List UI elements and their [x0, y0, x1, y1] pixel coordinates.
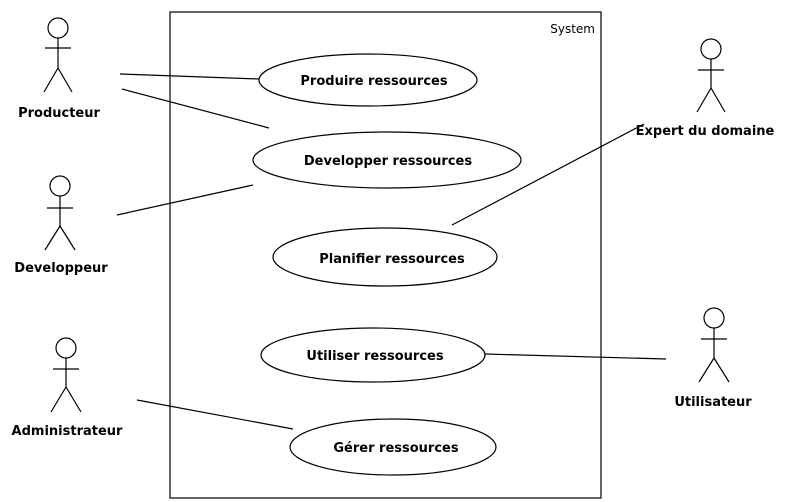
actor-administrateur[interactable]: Administrateur — [12, 337, 124, 439]
use-case-utiliser[interactable]: Utiliser ressources — [260, 327, 486, 383]
use-case-gerer-label: Gérer ressources — [333, 441, 458, 456]
stick-figure-icon — [698, 307, 730, 383]
actor-expert-label: Expert du domaine — [636, 124, 775, 139]
use-case-developper[interactable]: Developper ressources — [252, 131, 522, 189]
system-label: System — [550, 22, 595, 36]
actor-expert[interactable]: Expert du domaine — [636, 38, 775, 139]
use-case-utiliser-label: Utiliser ressources — [306, 349, 443, 364]
use-case-planifier[interactable]: Planifier ressources — [272, 227, 498, 287]
stick-figure-icon — [50, 337, 82, 413]
use-case-gerer[interactable]: Gérer ressources — [289, 418, 497, 476]
stick-figure-icon — [44, 175, 76, 251]
association-utilisateur-utiliser — [484, 353, 667, 360]
actor-producteur[interactable]: Producteur — [18, 17, 101, 121]
association-developpeur-developper — [116, 184, 254, 216]
use-case-gerer-ellipse — [289, 418, 497, 476]
actor-administrateur-label: Administrateur — [12, 424, 124, 439]
use-case-planifier-label: Planifier ressources — [319, 252, 465, 267]
use-case-planifier-ellipse — [272, 227, 498, 287]
stick-figure-icon — [43, 17, 73, 93]
stick-figure-icon — [696, 38, 726, 113]
association-producteur-produire — [119, 73, 260, 80]
use-case-produire[interactable]: Produire ressources — [258, 53, 478, 107]
actor-producteur-label: Producteur — [18, 106, 100, 121]
association-expert-planifier — [451, 123, 645, 226]
actor-utilisateur[interactable]: Utilisateur — [674, 307, 752, 410]
use-case-developper-label: Developper ressources — [304, 154, 472, 169]
actor-developpeur-label: Developpeur — [14, 261, 108, 276]
use-case-produire-ellipse — [258, 53, 478, 107]
actor-developpeur[interactable]: Developpeur — [14, 175, 108, 276]
association-administrateur-gerer — [136, 399, 294, 430]
association-producteur-developper — [121, 88, 270, 129]
use-case-produire-label: Produire ressources — [300, 74, 447, 89]
actor-utilisateur-label: Utilisateur — [674, 395, 752, 410]
use-case-utiliser-ellipse — [260, 327, 486, 383]
use-case-developper-ellipse — [252, 131, 522, 189]
